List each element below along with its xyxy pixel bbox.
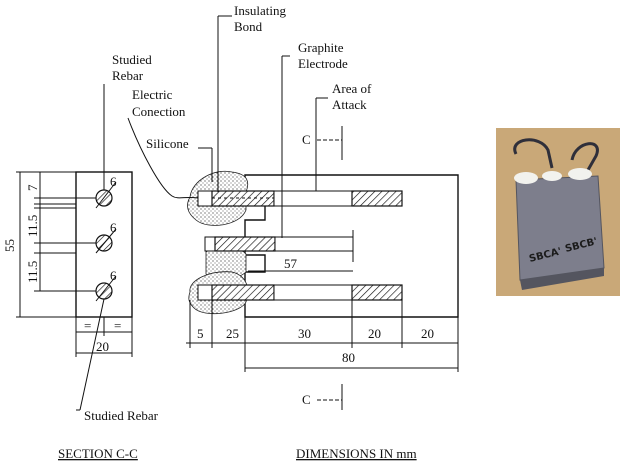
rebar-diameter-label: 6 bbox=[110, 268, 117, 283]
insulated-rebar-segment bbox=[211, 284, 275, 301]
connection-end bbox=[204, 236, 216, 252]
studied-rebar-label-2: Rebar bbox=[112, 68, 144, 83]
electric-connection-label-1: Electric bbox=[132, 87, 173, 102]
dim-leader bbox=[95, 228, 117, 254]
segment-label: 5 bbox=[197, 326, 204, 341]
exposed-rebar-segment bbox=[273, 284, 353, 301]
wire bbox=[513, 138, 554, 169]
graphite-electrode bbox=[274, 236, 354, 252]
insulated-rebar-segment bbox=[351, 190, 403, 207]
connection-end bbox=[197, 284, 213, 301]
concrete-block bbox=[515, 175, 605, 281]
units-caption: DIMENSIONS IN mm bbox=[296, 446, 417, 461]
half-width-label: = bbox=[84, 318, 91, 333]
rebar-diameter-label: 6 bbox=[110, 220, 117, 235]
spacing-label: 11.5 bbox=[25, 261, 40, 283]
elevation-view: 57 5 25 30 20 20 80 C C bbox=[127, 15, 459, 410]
segment-label: 25 bbox=[226, 326, 239, 341]
section-view: 6 6 6 55 7 11.5 11.5 = = 20 bbox=[2, 84, 133, 411]
dim-leader bbox=[95, 181, 117, 209]
graphite-electrode-label-1: Graphite bbox=[298, 40, 344, 55]
block-side bbox=[520, 268, 604, 290]
half-width-label: = bbox=[114, 318, 121, 333]
rebar-diameter-label: 6 bbox=[110, 174, 117, 189]
section-marker-label: C bbox=[302, 392, 311, 407]
silicone-cap bbox=[542, 171, 562, 181]
electric-connection-label-2: Conection bbox=[132, 104, 186, 119]
spacing-label: 11.5 bbox=[25, 215, 40, 237]
insulating-bond-label-2: Bond bbox=[234, 19, 263, 34]
wire-leader bbox=[127, 117, 199, 199]
area-of-attack-label-2: Attack bbox=[332, 97, 367, 112]
insulated-electrode-segment bbox=[214, 236, 276, 252]
silicone-cap bbox=[514, 172, 538, 184]
dim-leader bbox=[95, 275, 117, 302]
graphite-electrode-label-2: Electrode bbox=[298, 56, 348, 71]
studied-rebar-label-1: Studied bbox=[112, 52, 152, 67]
segment-label: 20 bbox=[368, 326, 381, 341]
area-of-attack-label-1: Area of bbox=[332, 81, 372, 96]
wire bbox=[570, 142, 599, 171]
top-offset-label: 7 bbox=[25, 184, 40, 191]
insulated-rebar-segment bbox=[351, 284, 403, 301]
segment-label: 20 bbox=[421, 326, 434, 341]
silicone-label: Silicone bbox=[146, 136, 189, 151]
silicone-cap bbox=[568, 168, 592, 180]
total-length-label: 80 bbox=[342, 350, 355, 365]
section-marker-label: C bbox=[302, 132, 311, 147]
specimen-photo: SBCA' SBCB' bbox=[496, 128, 620, 296]
section-width-label: 20 bbox=[96, 339, 109, 354]
section-height-label: 55 bbox=[2, 239, 17, 252]
segment-label: 30 bbox=[298, 326, 311, 341]
studied-rebar-bottom-label: Studied Rebar bbox=[84, 408, 159, 423]
connection-end bbox=[197, 190, 213, 207]
leader-line bbox=[79, 298, 105, 411]
exposed-length-label: 57 bbox=[284, 256, 298, 271]
insulating-bond-label-1: Insulating bbox=[234, 3, 286, 18]
section-caption: SECTION C-C bbox=[58, 446, 138, 461]
exposed-rebar-segment bbox=[273, 190, 353, 207]
